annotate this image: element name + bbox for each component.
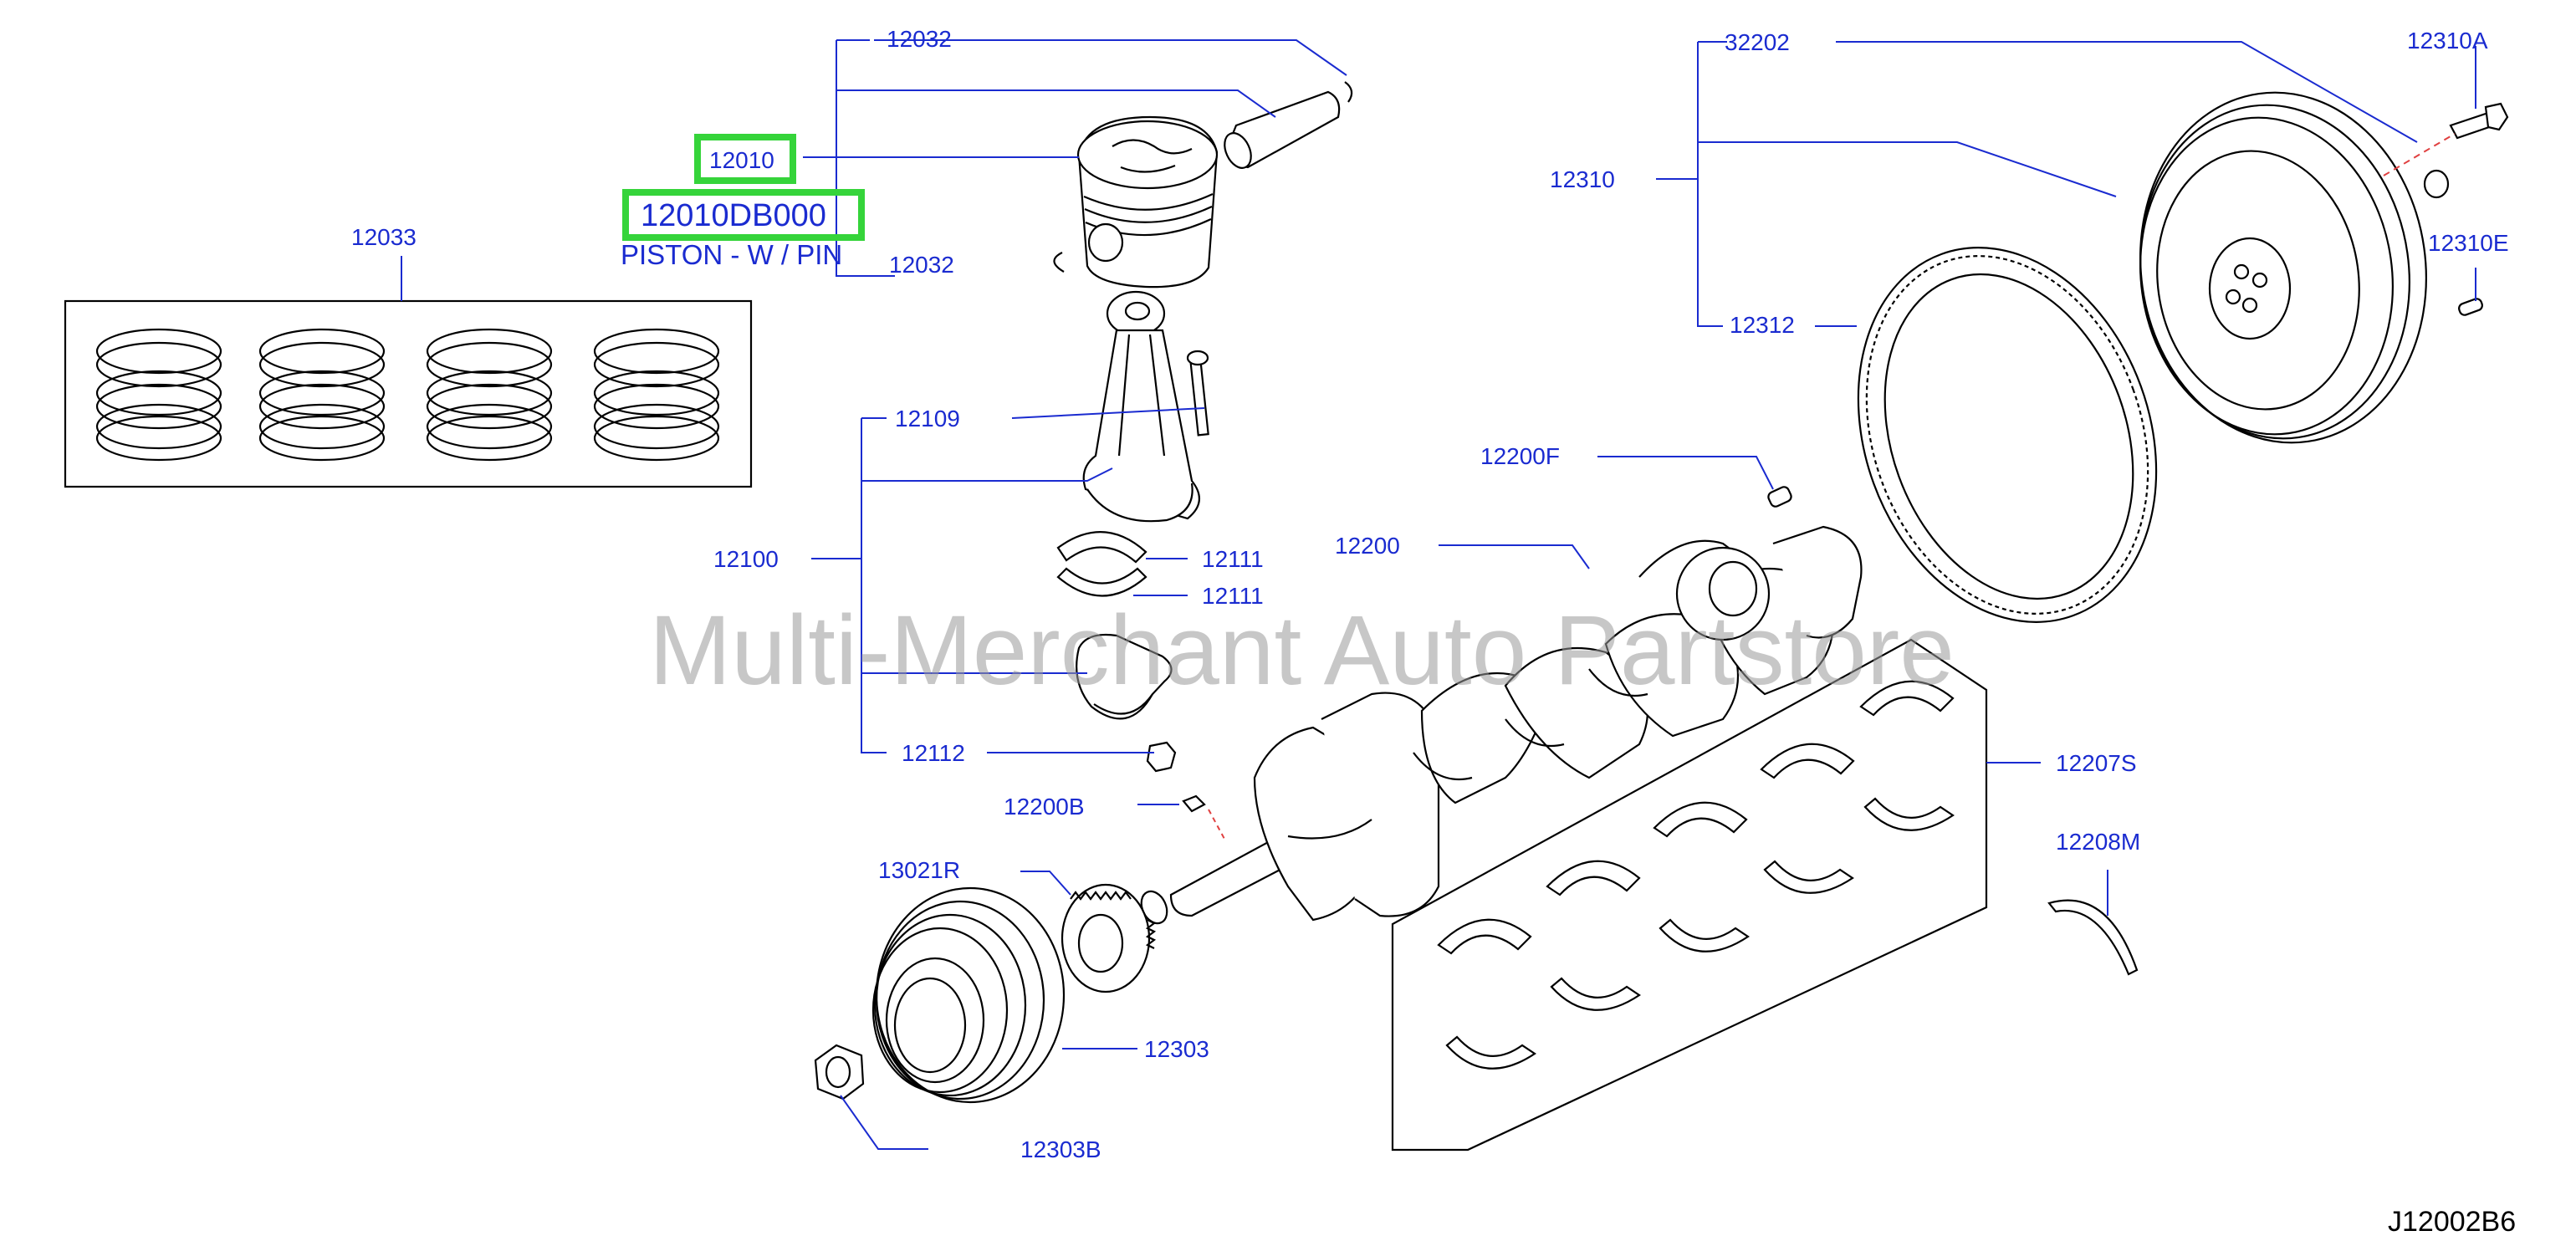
- crankshaft-pulley-bolt-illustration: [814, 1044, 865, 1101]
- label-12200B[interactable]: 12200B: [1004, 794, 1085, 820]
- diagram-code: J12002B6: [2388, 1206, 2516, 1238]
- label-12032-bottom[interactable]: 12032: [889, 252, 954, 278]
- connecting-rod-bearing-illustration: [1056, 531, 1147, 597]
- crankshaft-dowel-pin-illustration: [1767, 486, 1792, 508]
- highlighted-part-number[interactable]: 12010DB000: [641, 198, 826, 233]
- label-12100[interactable]: 12100: [713, 546, 779, 572]
- label-12207S[interactable]: 12207S: [2056, 750, 2137, 776]
- label-32202[interactable]: 32202: [1725, 29, 1790, 55]
- label-12200[interactable]: 12200: [1335, 533, 1400, 559]
- ring-gear-illustration: [1857, 247, 2158, 623]
- label-12112[interactable]: 12112: [902, 740, 965, 766]
- piston-pin-illustration: [1224, 90, 1341, 169]
- connecting-rod-nut-illustration: [1146, 741, 1177, 773]
- flywheel-dowel-illustration: [2458, 298, 2483, 316]
- label-12200F[interactable]: 12200F: [1480, 443, 1560, 469]
- highlighted-part-description: PISTON - W / PIN: [621, 239, 842, 270]
- label-12208M[interactable]: 12208M: [2056, 829, 2140, 855]
- label-12111-lower[interactable]: 12111: [1202, 583, 1264, 609]
- piston-ring-set-illustration: [64, 299, 753, 488]
- label-12303[interactable]: 12303: [1144, 1036, 1209, 1062]
- label-12310A[interactable]: 12310A: [2407, 28, 2488, 54]
- flywheel-bushing-illustration: [2423, 169, 2450, 199]
- leader-lines: [401, 39, 2476, 1150]
- snap-ring-illustration: [1053, 81, 1353, 273]
- crankshaft-sprocket-illustration: [1061, 883, 1157, 993]
- connecting-rod-illustration: [1082, 290, 1209, 523]
- piston-illustration: [1076, 115, 1219, 289]
- crankshaft-key-illustration: [1182, 794, 1206, 813]
- label-12312[interactable]: 12312: [1730, 312, 1795, 338]
- label-12033[interactable]: 12033: [351, 224, 417, 250]
- label-12010[interactable]: 12010: [709, 147, 774, 173]
- crankshaft-illustration: [1140, 525, 1863, 925]
- label-12111-upper[interactable]: 12111: [1202, 546, 1264, 572]
- label-12032-top[interactable]: 12032: [887, 26, 952, 52]
- watermark: Multi-Merchant Auto Partstore: [649, 595, 1955, 706]
- flywheel-bolt-illustration: [2449, 102, 2509, 140]
- flywheel-bolt-axis-line: [2383, 133, 2456, 176]
- label-12109[interactable]: 12109: [895, 406, 960, 432]
- highlight-box-ref: [694, 134, 796, 184]
- label-12310[interactable]: 12310: [1550, 166, 1615, 192]
- connecting-rod-cap-illustration: [1076, 633, 1173, 720]
- label-13021R[interactable]: 13021R: [878, 857, 960, 883]
- flywheel-illustration: [2139, 91, 2427, 444]
- thrust-washer-illustration: [2047, 899, 2139, 976]
- highlighted-part-callout[interactable]: 12010 12010DB000 PISTON - W / PIN: [621, 134, 865, 270]
- part-labels: 12032 12032 12033 12109 12100 12111 1211…: [351, 26, 2509, 1162]
- highlight-box-part-number: [622, 189, 865, 241]
- label-12310E[interactable]: 12310E: [2428, 230, 2509, 256]
- main-bearing-set-illustration: [1391, 638, 1988, 1152]
- crankshaft-pulley-illustration: [871, 886, 1066, 1104]
- label-12303B[interactable]: 12303B: [1020, 1136, 1101, 1162]
- crankshaft-key-axis-line: [1208, 809, 1226, 841]
